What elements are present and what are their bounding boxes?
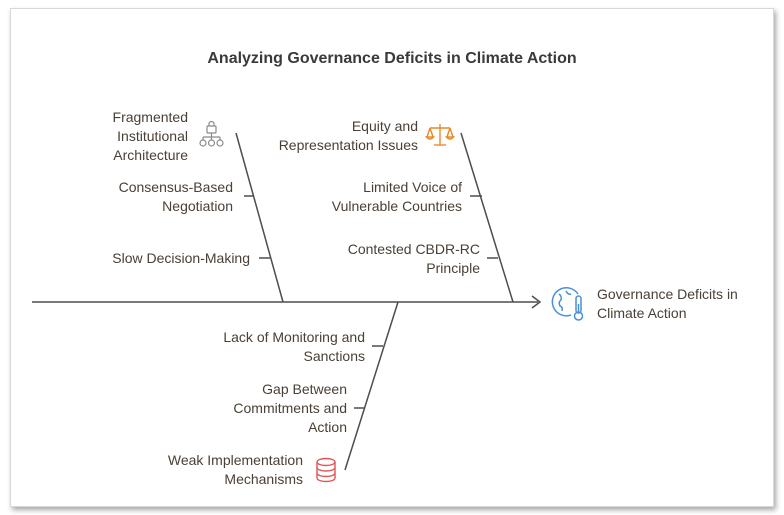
cause-gap: Gap Between Commitments and Action [233,381,347,435]
bone-weak [344,301,399,471]
cause-slow-decision: Slow Decision-Making [112,250,250,266]
hierarchy-lock-icon [199,120,224,147]
bone-fragmented [235,132,284,303]
scales-icon [425,124,455,146]
cause-limited-voice: Limited Voice of Vulnerable Countries [331,179,462,214]
diagram-title: Analyzing Governance Deficits in Climate… [207,50,577,67]
diagram-frame [10,8,774,507]
category-label-equity: Equity and Representation Issues [278,118,418,153]
spine-arrowhead [531,295,542,309]
category-label-weak: Weak Implementation Mechanisms [167,452,303,487]
cause-monitoring: Lack of Monitoring and Sanctions [223,329,365,364]
cause-cbdr-rc: Contested CBDR-RC Principle [347,241,480,276]
cause-consensus: Consensus-Based Negotiation [118,179,233,214]
category-label-fragmented: Fragmented Institutional Architecture [112,109,188,163]
globe-thermometer-icon [551,287,584,321]
database-icon [316,457,336,483]
bone-equity [460,132,514,303]
effect-label: Governance Deficits in Climate Action [597,286,738,321]
